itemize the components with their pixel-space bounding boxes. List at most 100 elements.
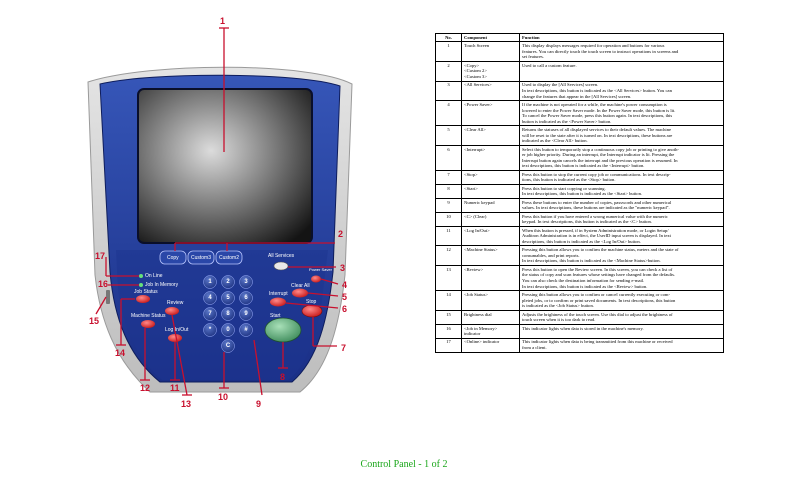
key-2[interactable]: 2 (226, 279, 230, 285)
power-saver-button[interactable]: Power Saver (309, 267, 332, 272)
function-text-line: Pressing this button allows you to confi… (522, 291, 670, 297)
row-component: <Clear All> (461, 125, 520, 146)
function-text-line: Press this button to start copying or sc… (522, 185, 606, 191)
machine-status-button-shape (141, 320, 155, 328)
row-number: 17 (435, 337, 462, 353)
function-text-line: from a client. (522, 345, 547, 351)
component-text-line: <C> (Clear) (464, 213, 487, 219)
row-number: 6 (435, 144, 462, 171)
start-button[interactable]: Start (270, 313, 281, 319)
row-function: Press this button to open the Review scr… (519, 264, 724, 292)
callout-15: 15 (89, 316, 100, 326)
start-button-shape (264, 317, 302, 343)
table-row: 10<C> (Clear)Press this button if you ha… (435, 211, 724, 227)
header-component: Component (461, 32, 520, 43)
key-6[interactable]: 6 (244, 295, 248, 301)
function-text-line: In text descriptions, this button is ind… (522, 258, 661, 264)
table-row: 12<Machine Status>Pressing this button a… (435, 245, 724, 266)
function-text-line: descriptions, this button is indicated a… (522, 238, 641, 244)
component-text-line: <Start> (464, 185, 478, 191)
row-component: Touch Screen (461, 41, 520, 62)
function-text-line: In text descriptions, this button is ind… (522, 87, 672, 93)
key-0[interactable]: 0 (226, 327, 230, 333)
key-3[interactable]: 3 (244, 279, 248, 285)
function-text-line: Auditron Administration is in effect, th… (522, 233, 671, 239)
key-9[interactable]: 9 (244, 311, 248, 317)
custom3-button[interactable]: Custom3 (191, 255, 212, 261)
row-function: Pressing this button allows you to confi… (519, 290, 724, 311)
row-component: <Start> (461, 183, 520, 199)
interrupt-button[interactable]: Interrupt (269, 291, 288, 297)
table-row: 5<Clear All>Returns the statuses of all … (435, 125, 724, 146)
function-text-line: Adjusts the brightness of the touch scre… (522, 311, 673, 317)
row-number: 1 (435, 41, 462, 62)
callout-4: 4 (342, 280, 348, 290)
row-component: <Interrupt> (461, 144, 520, 171)
log-in-out-button-shape (168, 334, 182, 342)
row-function: Select this button to temporarily stop a… (519, 144, 724, 171)
key-clear[interactable]: C (225, 343, 231, 349)
figure-caption: Control Panel - 1 of 2 (360, 459, 448, 470)
row-number: 9 (435, 197, 462, 213)
key-7[interactable]: 7 (208, 311, 212, 317)
callout-7: 7 (341, 343, 347, 353)
review-button[interactable]: Review (167, 300, 184, 306)
stop-button[interactable]: Stop (306, 299, 317, 305)
machine-status-button[interactable]: Machine Status (131, 313, 166, 319)
header-no: No. (435, 32, 462, 43)
function-text-line: This indicator lights when data is being… (522, 339, 673, 345)
callout-1: 1 (220, 16, 226, 26)
all-services-button[interactable]: All Services (268, 253, 295, 259)
function-text-line: keypad. In text descriptions, this butto… (522, 219, 652, 225)
table-row: 8<Start>Press this button to start copyi… (435, 183, 724, 199)
component-text-line: <Online> indicator (464, 339, 500, 345)
job-status-button-shape (136, 295, 150, 303)
callout-14: 14 (115, 348, 126, 358)
job-in-memory-indicator-shape (139, 283, 143, 287)
key-8[interactable]: 8 (226, 311, 230, 317)
function-text-line: tions, this button is indicated as the <… (522, 177, 616, 183)
component-text-line: <All Services> (464, 82, 492, 88)
component-text-line: <Clear All> (464, 127, 486, 133)
function-text-line: Used to call a custom feature. (522, 62, 577, 68)
function-text-line: touch screen when it is too dark to read… (522, 317, 596, 323)
component-text-line: Numeric keypad (464, 199, 495, 205)
row-component: Brightness dial (461, 309, 520, 325)
copy-button[interactable]: Copy (167, 255, 179, 261)
row-component: <C> (Clear) (461, 211, 520, 227)
row-number: 4 (435, 100, 462, 127)
clear-all-button[interactable]: Clear All (291, 283, 310, 289)
row-function: Pressing this button allows you to confi… (519, 245, 724, 266)
job-status-button[interactable]: Job Status (134, 289, 158, 295)
function-text-line: indicated as the <Clear All> button. (522, 138, 588, 144)
key-4[interactable]: 4 (208, 295, 212, 301)
log-in-out-button[interactable]: Log In/Out (165, 327, 189, 333)
numeric-keypad-shape (203, 275, 253, 353)
callout-10: 10 (218, 392, 229, 402)
row-function: This indicator lights when data is store… (519, 323, 724, 339)
function-text-line: This display displays messages required … (522, 43, 665, 49)
callout-3: 3 (340, 263, 346, 273)
callout-9: 9 (256, 399, 262, 409)
custom2-button[interactable]: Custom2 (219, 255, 240, 261)
table-row: 17<Online> indicator This indicator light… (435, 337, 724, 353)
callout-16: 16 (98, 279, 109, 289)
table-header-row: No. Component Function (435, 32, 724, 43)
table-row: 3<All Services>Used to display the [All … (435, 80, 724, 102)
key-star[interactable]: * (208, 327, 212, 333)
key-hash[interactable]: # (244, 327, 248, 333)
key-1[interactable]: 1 (208, 279, 212, 285)
all-services-button-shape (273, 261, 289, 271)
row-number: 13 (435, 264, 462, 292)
row-component: Numeric keypad (461, 197, 520, 213)
key-5[interactable]: 5 (226, 295, 230, 301)
row-number: 12 (435, 245, 462, 266)
brightness-dial-shape (106, 290, 110, 304)
table-row: 13<Review>Press this button to open the … (435, 264, 724, 292)
callout-6: 6 (342, 304, 348, 314)
row-component: <Power Saver> (461, 100, 520, 127)
power-saver-button-shape (311, 275, 321, 283)
table-row: 6<Interrupt>Select this button to tempor… (435, 144, 724, 171)
